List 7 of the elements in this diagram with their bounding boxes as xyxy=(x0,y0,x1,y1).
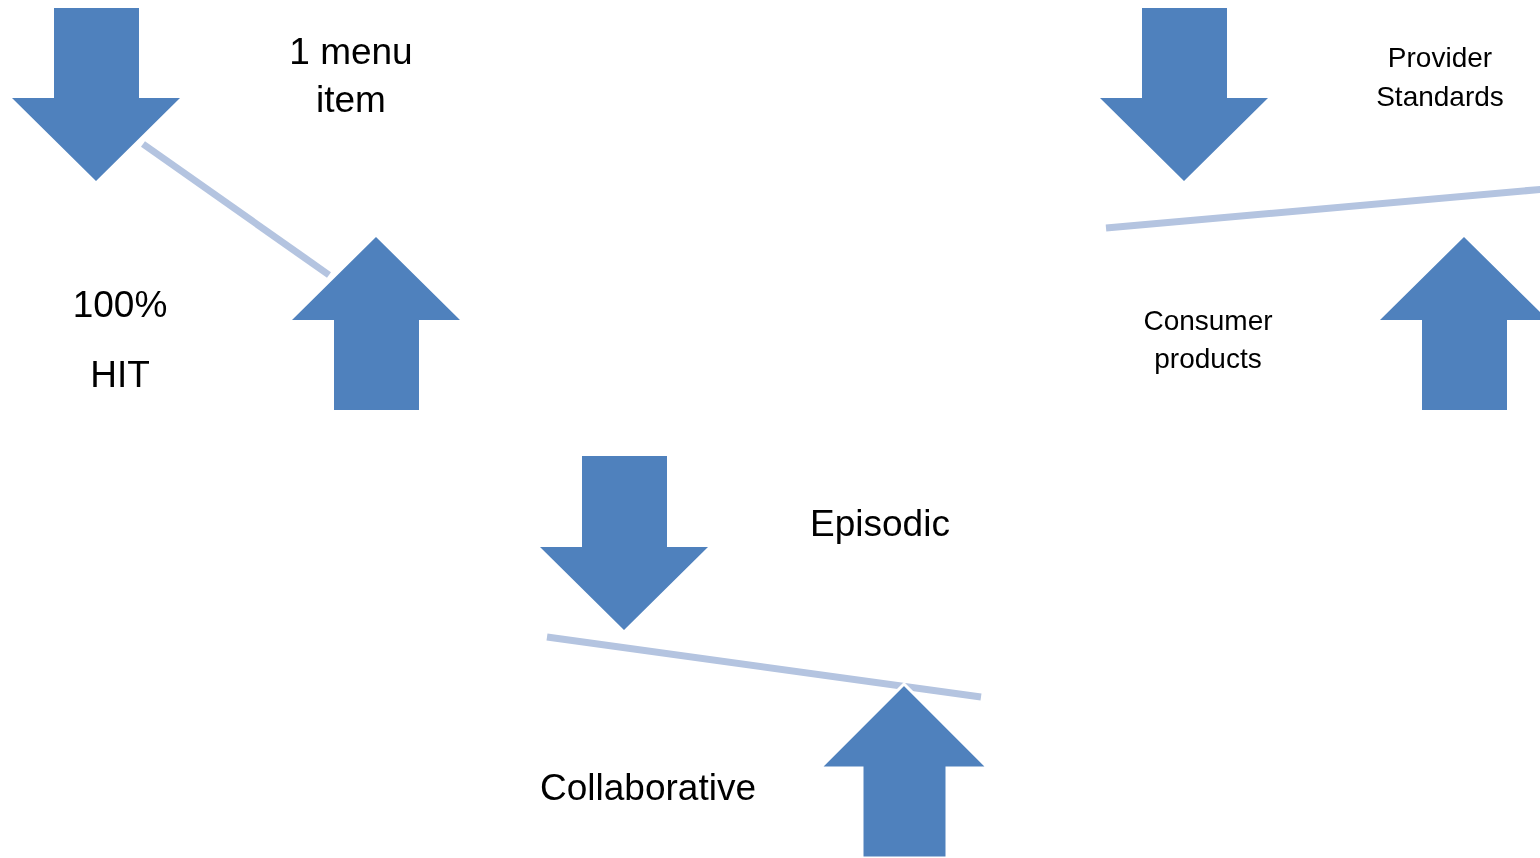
text-label: Consumer products xyxy=(1142,304,1274,376)
text-label: Provider Standards xyxy=(1375,41,1505,114)
text-label: 100% xyxy=(71,283,169,327)
text-label: 1 menu item xyxy=(288,30,414,122)
text-label: Episodic xyxy=(809,502,951,546)
text-label: HIT xyxy=(89,353,151,397)
text-label: Collaborative xyxy=(539,766,757,810)
